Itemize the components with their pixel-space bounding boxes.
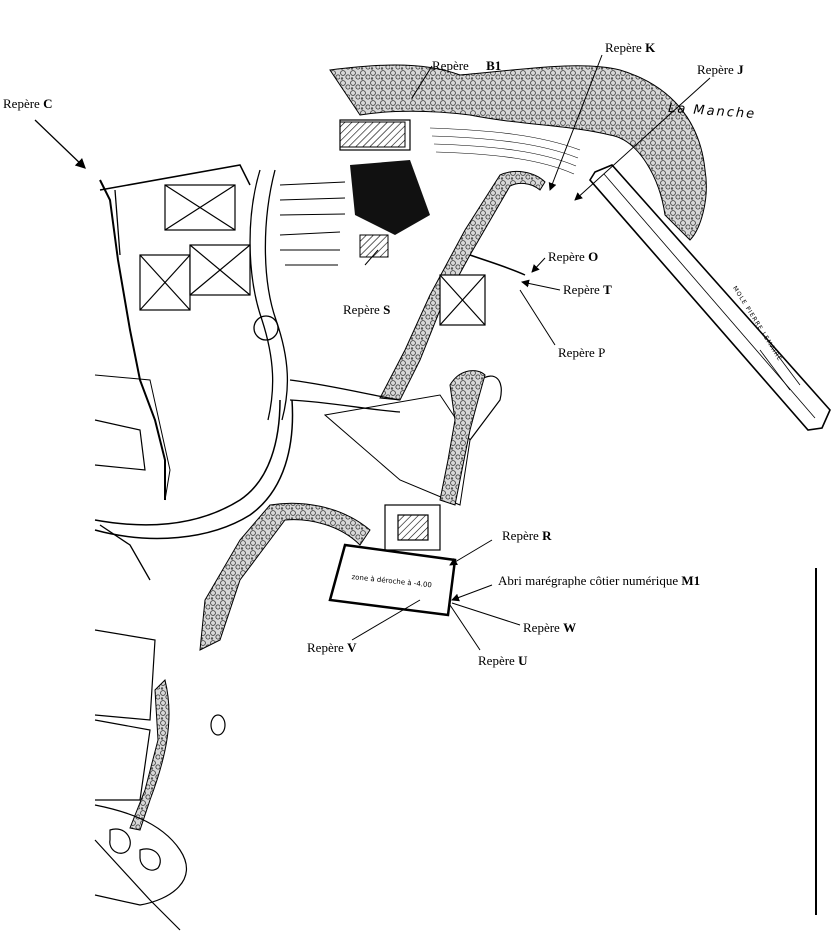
rock-breakwater [329, 64, 707, 241]
label-prefix: Repère [307, 640, 344, 655]
label-prefix: Repère [548, 249, 585, 264]
label-prefix: Repère [605, 40, 642, 55]
label-prefix: Repère [523, 620, 560, 635]
label-prefix: Repère [558, 345, 595, 360]
label-repere-p: Repère P [558, 345, 605, 360]
label-repere-k: Repère K [605, 40, 655, 55]
label-prefix: Repère [478, 653, 515, 668]
label-repere-w: Repère W [523, 620, 576, 635]
label-repere-o: Repère O [548, 249, 598, 264]
label-repere-u: Repère U [478, 653, 527, 668]
label-code: R [542, 528, 552, 543]
label-code: T [603, 282, 612, 297]
label-repere-j: Repère J [697, 62, 744, 77]
label-code: V [347, 640, 357, 655]
label-prefix: Repère [502, 528, 539, 543]
label-prefix: Repère [563, 282, 600, 297]
label-repere-t: Repère T [563, 282, 612, 297]
label-code: M1 [681, 573, 701, 588]
label-prefix: Repère [343, 302, 380, 317]
label-repere-r: Repère R [502, 528, 551, 543]
land-parcels [94, 419, 226, 931]
label-abri-m1: Abri marégraphe côtier numérique M1 [498, 573, 700, 588]
coastline [94, 164, 294, 540]
label-prefix: Repère [697, 62, 734, 77]
parking-bays [279, 181, 346, 266]
label-repere-b1: Repère B1 [432, 58, 501, 73]
label-code: U [518, 653, 528, 668]
label-code: K [645, 40, 656, 55]
label-prefix: Abri marégraphe côtier numérique [498, 573, 679, 588]
road-network [99, 169, 401, 581]
label-code: W [563, 620, 577, 635]
label-code: S [383, 302, 391, 317]
rock-groyne [439, 370, 486, 506]
mole-pierre-lemaire [589, 164, 831, 431]
buildings [139, 119, 486, 551]
label-code: J [737, 62, 744, 77]
dark-structure [339, 121, 430, 258]
label-repere-s: Repère S [343, 302, 390, 317]
label-prefix: Repère [3, 96, 40, 111]
southern-rock-wall [129, 502, 371, 831]
dredging-zone [328, 543, 457, 617]
leader-arrows [34, 54, 711, 651]
label-code: B1 [486, 58, 502, 73]
label-repere-c: Repère C [3, 96, 52, 111]
label-code: C [43, 96, 53, 111]
label-repere-v: Repère V [307, 640, 356, 655]
channel-lines [429, 127, 581, 175]
label-code: P [598, 345, 606, 360]
label-prefix: Repère [432, 58, 469, 73]
label-code: O [588, 249, 599, 264]
